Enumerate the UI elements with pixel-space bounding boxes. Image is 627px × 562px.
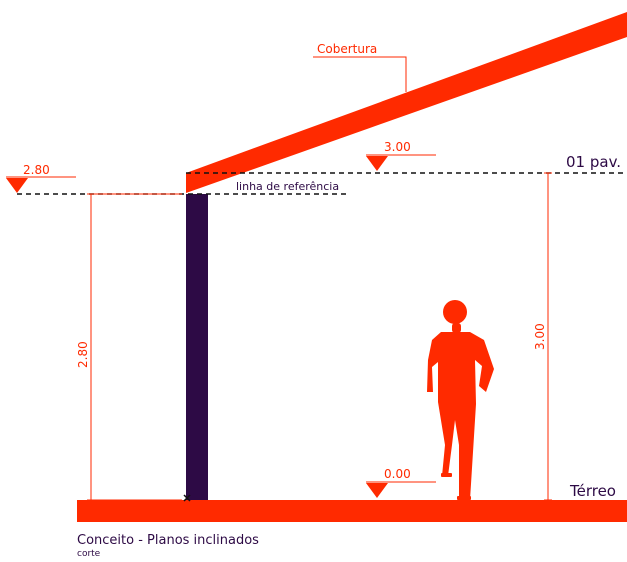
roof-slab xyxy=(186,12,627,193)
column xyxy=(186,194,208,500)
level-marker-280-triangle xyxy=(6,178,28,193)
level-marker-000-label: 0.00 xyxy=(384,467,411,481)
floor-label-terreo: Térreo xyxy=(569,482,616,500)
cobertura-label: Cobertura xyxy=(317,42,377,56)
ground-slab xyxy=(77,500,627,522)
caption-subtitle: corte xyxy=(77,549,101,559)
human-figure xyxy=(427,300,494,500)
level-marker-280-label: 2.80 xyxy=(23,163,50,177)
caption-title: Conceito - Planos inclinados xyxy=(77,533,259,548)
caption-block: Conceito - Planos inclinados corte xyxy=(77,533,259,560)
cross-marker-icon xyxy=(183,494,191,502)
level-marker-300-label: 3.00 xyxy=(384,140,411,154)
cobertura-leader xyxy=(313,56,407,92)
reference-line-label: linha de referência xyxy=(236,180,339,193)
level-marker-000-triangle xyxy=(366,483,388,498)
dimension-280-label: 2.80 xyxy=(76,341,90,368)
dimension-300-label: 3.00 xyxy=(533,323,547,350)
floor-label-01-pav: 01 pav. xyxy=(566,153,621,171)
level-marker-300-triangle xyxy=(366,156,388,171)
